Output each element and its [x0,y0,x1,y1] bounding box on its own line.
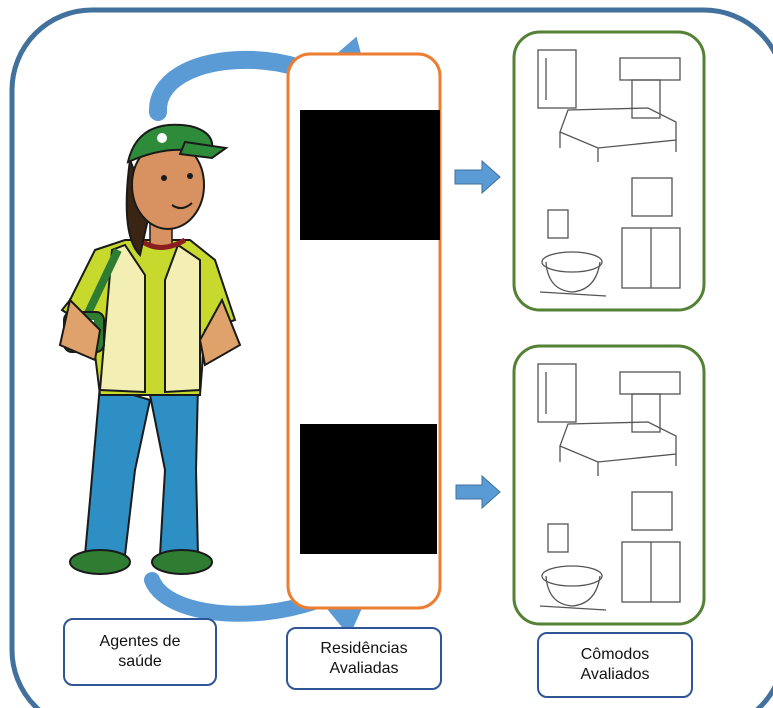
arrow-to-rooms-bottom [455,474,501,510]
label-rooms: Cômodos Avaliados [537,632,693,698]
label-rooms-text: Cômodos Avaliados [580,646,650,683]
bathroom-sketch-icon [539,491,681,611]
rooms-box-bottom [512,344,706,626]
health-agent-illustration [58,123,242,575]
redacted-residence-1 [300,110,440,240]
label-agents-text: Agentes de saúde [99,633,181,670]
redacted-residence-2 [300,424,437,554]
bathroom-sketch-icon [539,177,681,297]
label-residences-text: Residências Avaliadas [320,639,408,677]
rooms-box-top [512,30,706,312]
label-agents: Agentes de saúde [63,618,217,686]
label-residences: Residências Avaliadas [286,627,442,690]
bedroom-sketch-icon [537,363,681,476]
bedroom-sketch-icon [537,49,681,162]
arrow-to-rooms-top [454,159,501,195]
